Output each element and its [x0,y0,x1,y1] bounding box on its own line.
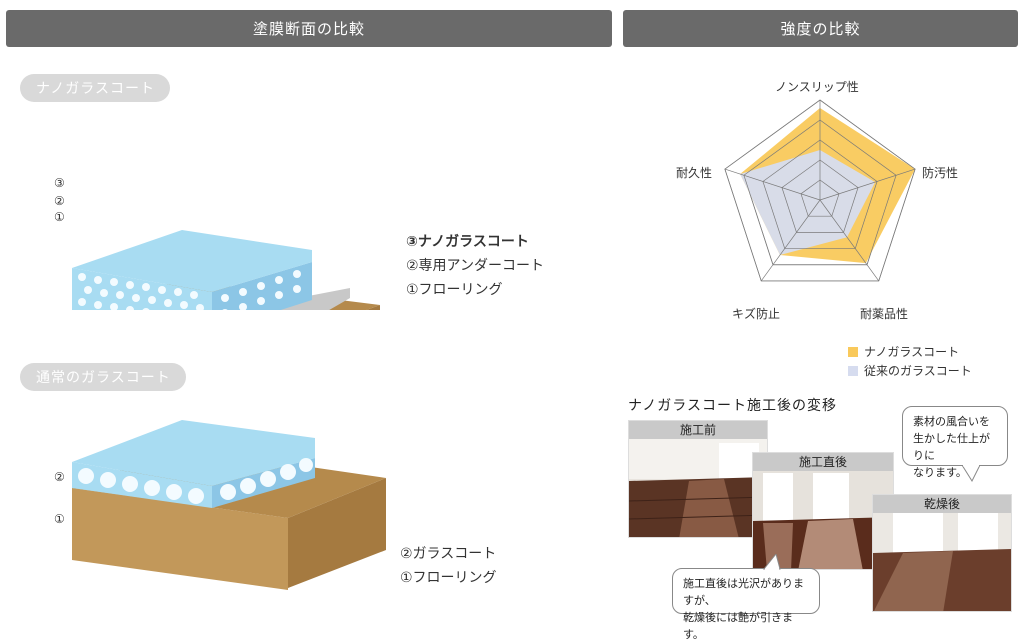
normal-legend-2: ②ガラスコート [400,546,497,562]
radar-spoke-1 [819,168,916,201]
normal-layer-num-1: ① [54,512,65,526]
normal-wood-side [288,478,386,588]
radar-axis-label-1: 防汚性 [922,166,959,180]
radar-axis-label-2: 耐薬品性 [860,307,909,321]
photo-after-drying-label: 乾燥後 [873,495,1011,513]
radar-series-1 [740,150,876,256]
normal-pill: 通常のガラスコート [20,363,186,391]
normal-glass-top [72,420,315,486]
normal-layer-num-2: ② [54,470,65,484]
bubble-dry-line-2: 生かした仕上がりに [913,432,990,462]
normal-legend-1: ①フローリング [400,570,497,586]
speech-bubble-after-tail [762,554,781,570]
speech-bubble-after: 施工直後は光沢がありますが、 乾燥後には艶が引きます。 [672,568,820,639]
radar-spoke-3 [760,199,821,282]
normal-wood-front [72,488,288,588]
normal-cross-section-diagram [72,420,386,590]
radar-grid-line-1 [800,179,840,217]
speech-bubble-dry-tail [961,465,981,483]
nano-legend-2: ②専用アンダーコート [406,258,544,274]
nano-layer-num-1: ① [54,210,65,224]
radar-legend-conventional: 従来のガラスコート [848,362,972,379]
photo-after-drying: 乾燥後 [872,494,1012,612]
nano-pill: ナノガラスコート [20,74,170,102]
photo-before: 施工前 [628,420,768,538]
photo-just-after-image [753,453,893,569]
radar-spoke-4 [724,168,821,201]
radar-grid-line-5 [724,99,916,282]
photo-just-after-label: 施工直後 [753,453,893,471]
radar-grid-line-3 [762,139,878,249]
photo-after-drying-image [873,495,1011,611]
speech-bubble-dry: 素材の風合いを 生かした仕上がりに なります。 [902,406,1008,479]
photo-before-image [629,421,767,537]
radar-grid-line-2 [781,159,859,233]
radar-axis-label-4: 耐久性 [676,166,713,180]
nano-legend-3: ③ナノガラスコート [406,234,529,250]
photo-just-after: 施工直後 [752,452,894,570]
radar-axis-label-0: ノンスリップ性 [775,80,859,94]
nano-wood-side [366,305,380,310]
nano-glass-top [72,230,312,292]
strength-radar-chart [724,99,916,282]
nano-cross-section-diagram [72,230,380,310]
legend-swatch-nano [848,346,858,357]
nano-layer-num-3: ③ [54,176,65,190]
radar-spoke-2 [819,199,880,282]
radar-axis-label-3: キズ防止 [732,307,781,321]
normal-glass-particles [78,458,313,504]
section-header-coating: 塗膜断面の比較 [6,10,612,47]
bubble-after-line-1: 施工直後は光沢がありますが、 [683,577,804,607]
legend-label-conventional: 従来のガラスコート [864,364,972,378]
nano-glass-particles [78,270,301,310]
nano-glass-front [72,268,212,310]
section-header-strength: 強度の比較 [623,10,1018,47]
photo-before-label: 施工前 [629,421,767,439]
nano-legend-1: ①フローリング [406,282,503,298]
bubble-dry-line-1: 素材の風合いを [913,415,990,428]
bubble-dry-line-3: なります。 [913,466,967,479]
legend-label-nano: ナノガラスコート [864,345,960,359]
radar-grid-line-4 [743,119,897,266]
nano-layer-num-2: ② [54,194,65,208]
bubble-after-line-2: 乾燥後には艶が引きます。 [683,611,793,639]
legend-swatch-conventional [848,365,858,376]
radar-legend-nano: ナノガラスコート [848,343,959,360]
transition-title: ナノガラスコート施工後の変移 [628,398,838,414]
